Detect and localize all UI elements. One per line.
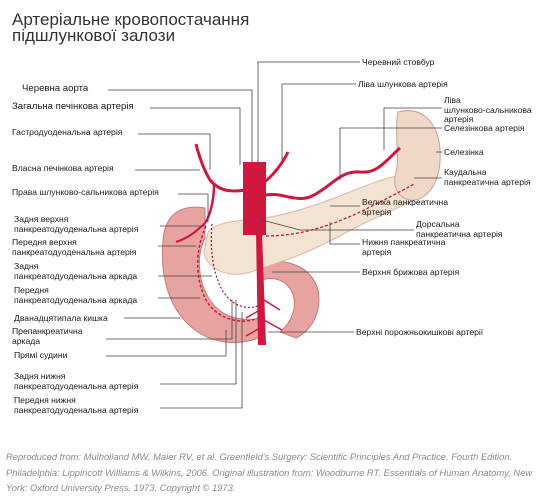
proper-hepatic-label: Власна печінкова артерія [12, 163, 114, 174]
leader-line-15 [257, 61, 360, 162]
spleen-shape [394, 110, 441, 201]
aorta-vessel [243, 162, 266, 235]
anterior-arcade-vessel [197, 225, 259, 322]
title-line-1: Артеріальне кровопостачання [12, 10, 250, 29]
celiac-trunk-label-left-line-1: Черевна аорта [22, 83, 89, 94]
spleen-label: Селезінка [444, 147, 484, 158]
great-pancreatic-label-line-1: Велика панкреатична [362, 197, 448, 207]
anterior-inferior-pd-label-line-1: Передня нижня [14, 395, 76, 405]
anterior-superior-pd-label-line-2: панкреатодуоденальна артерія [12, 246, 137, 257]
splenic-artery-vessel [261, 146, 401, 201]
posterior-superior-pd-label-line-1: Задня верхня [14, 214, 69, 224]
duodenum-label-line-1: Дванадцятипала кишка [14, 313, 108, 323]
leader-line-12 [106, 330, 227, 357]
common-hepatic-label: Загальна печінкова артерія [12, 102, 134, 112]
proper-hepatic-label-line-1: Власна печінкова артерія [12, 163, 114, 173]
leader-lines [106, 61, 442, 409]
jejunal-arteries-label: Верхні порожньокишкові артерії [356, 327, 484, 338]
jejunal-arteries-label-line-1: Верхні порожньокишкові артерії [356, 327, 484, 337]
inferior-pancreatic-label-line-1: Нижня панкреатична [362, 237, 446, 247]
left-gastric-label: Ліва шлункова артерія [358, 79, 448, 90]
vasa-recta-label-line-1: Прямі судини [14, 350, 68, 360]
inferior-pancreatic-label-line-2: артерія [362, 246, 392, 257]
left-gastroepiploic-label-line-3: артерія [444, 114, 474, 125]
leader-line-23 [329, 222, 360, 245]
splenic-artery-label: Селезінкова артерія [444, 123, 525, 134]
left-gastroepiploic-label-line-2: шлунково-сальникова [444, 104, 532, 115]
duodenum-ascending [261, 260, 320, 339]
leader-line-1 [108, 89, 253, 162]
celiac-trunk-label: Черевний стовбур [362, 57, 435, 68]
leader-line-11 [106, 300, 233, 340]
leader-line-17 [383, 107, 442, 150]
page-title: Артеріальне кровопостачання підшлункової… [12, 10, 250, 45]
right-gastroepiploic-vessel [175, 221, 207, 243]
posterior-pd-arcade-label-line-2: панкреатодуоденальна аркада [14, 270, 138, 281]
splenic-artery-label-line-1: Селезінкова артерія [444, 123, 525, 133]
leader-line-14 [160, 312, 243, 409]
title-line-2: підшлункової залози [12, 26, 176, 45]
caudal-pancreatic-label-line-2: панкреатична артерія [444, 176, 531, 187]
leader-line-3 [138, 133, 211, 170]
anterior-pd-arcade-label-line-2: панкреатодуоденальна аркада [14, 294, 138, 305]
prepancreatic-arcade-label-line-1: Препанкреатична [12, 326, 83, 336]
dorsal-pancreatic-label-line-2: панкреатична артерія [416, 228, 503, 239]
common-hepatic-label-line-1: Загальна печінкова артерія [12, 101, 134, 112]
leader-line-22 [261, 219, 414, 231]
prepancreatic-arcade-label-line-2: аркада [12, 335, 41, 346]
superior-mesenteric-vessel [256, 232, 266, 345]
anterior-pd-arcade-label-line-1: Передня [14, 285, 49, 295]
left-gastric-label-line-1: Ліва шлункова артерія [358, 79, 448, 89]
left-gastroepiploic-label-line-1: Ліва [444, 95, 461, 105]
anterior-inferior-pd-label-line-2: панкреатодуоденальна артерія [14, 404, 139, 415]
common-hepatic-vessel [194, 143, 247, 193]
right-gastroepiploic-label-line-1: Права шлунково-сальникова артерія [12, 187, 159, 197]
leader-line-5 [178, 193, 209, 222]
gastroduodenal-label: Гастродуоденальна артерія [12, 127, 123, 138]
duodenum-label: Дванадцятипала кишка [14, 313, 108, 324]
left-gastric-vessel [261, 151, 290, 186]
caudal-pancreatic-label-line-1: Каудальна [444, 167, 487, 177]
leader-line-18 [339, 127, 442, 180]
inferior-pancreatic-vessel [265, 183, 415, 237]
posterior-inferior-pd-label-line-1: Задня нижня [14, 371, 66, 381]
gastroduodenal-vessel [204, 183, 216, 223]
superior-mesenteric-label: Верхня брижова артерія [362, 267, 460, 278]
celiac-trunk-label-line-1: Черевний стовбур [362, 57, 435, 67]
vasa-recta-label: Прямі судини [14, 350, 68, 361]
spleen-label-line-1: Селезінка [444, 147, 484, 157]
right-gastroepiploic-label: Права шлунково-сальникова артерія [12, 187, 159, 198]
posterior-superior-pd-label-line-2: панкреатодуоденальна артерія [14, 223, 139, 234]
gastroduodenal-label-line-1: Гастродуоденальна артерія [12, 127, 123, 137]
image-credit: Reproduced from: Mulholland MW, Maier RV… [6, 451, 533, 493]
great-pancreatic-label-line-2: артерія [362, 206, 392, 217]
pancreas-blood-supply-illustration [106, 61, 442, 409]
leader-line-2 [150, 107, 241, 165]
superior-mesenteric-label-line-1: Верхня брижова артерія [362, 267, 460, 277]
duodenum-shape [161, 206, 263, 343]
leader-line-16 [281, 83, 356, 160]
leader-line-13 [160, 300, 237, 385]
dorsal-pancreatic-label-line-1: Дорсальна [416, 219, 460, 229]
posterior-inferior-pd-label-line-2: панкреатодуоденальна артерія [14, 380, 139, 391]
posterior-pd-arcade-label-line-1: Задня [14, 261, 39, 271]
celiac-trunk-label-left: Черевна аорта [22, 84, 88, 94]
jejunal-branches [245, 299, 283, 337]
anterior-superior-pd-label-line-1: Передня верхня [12, 237, 77, 247]
